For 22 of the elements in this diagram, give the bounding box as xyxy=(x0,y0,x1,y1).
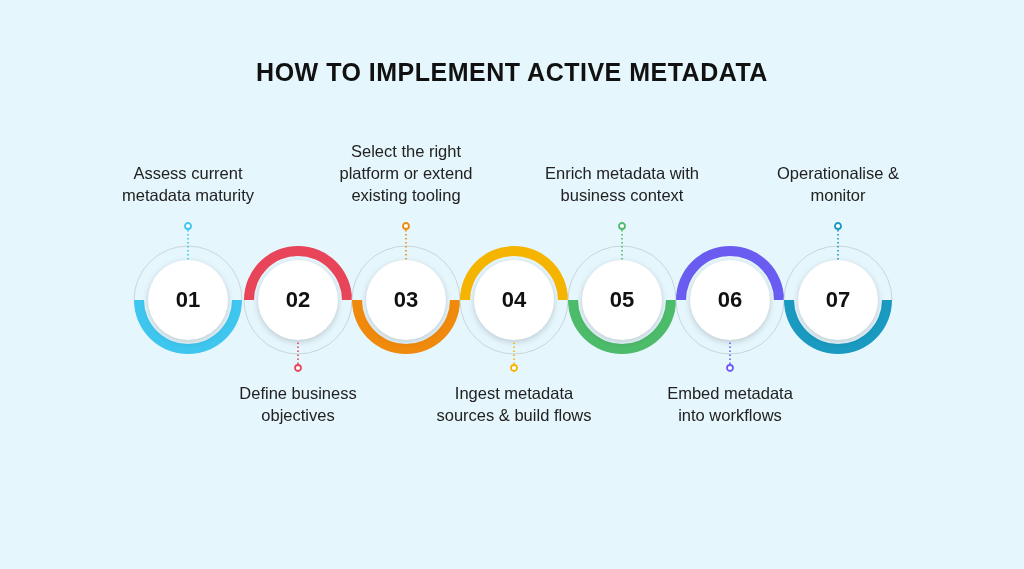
step-label: Select the right platform or extend existing tooling xyxy=(331,140,481,226)
step-label: Embed metadata into workflows xyxy=(660,368,800,426)
step-label: Operationalise & monitor xyxy=(768,162,908,226)
step-number-circle: 07 xyxy=(798,260,878,340)
step-label: Enrich metadata with business context xyxy=(534,162,710,226)
leader-line xyxy=(726,339,734,372)
leader-line xyxy=(184,222,192,261)
leader-line xyxy=(294,339,302,372)
step-number-circle: 03 xyxy=(366,260,446,340)
title: HOW TO IMPLEMENT ACTIVE METADATA xyxy=(255,58,769,87)
leader-line xyxy=(618,222,626,261)
step-number-circle: 04 xyxy=(474,260,554,340)
leader-line xyxy=(834,222,842,261)
step-number-circle: 02 xyxy=(258,260,338,340)
leader-line xyxy=(402,222,410,261)
leader-line xyxy=(510,339,518,372)
step-label: Assess current metadata maturity xyxy=(115,162,261,226)
step-number-circle: 05 xyxy=(582,260,662,340)
step-number-circle: 06 xyxy=(690,260,770,340)
step-number-circle: 01 xyxy=(148,260,228,340)
step-label: Ingest metadata sources & build flows xyxy=(426,368,602,426)
step-label: Define business objectives xyxy=(233,368,363,426)
